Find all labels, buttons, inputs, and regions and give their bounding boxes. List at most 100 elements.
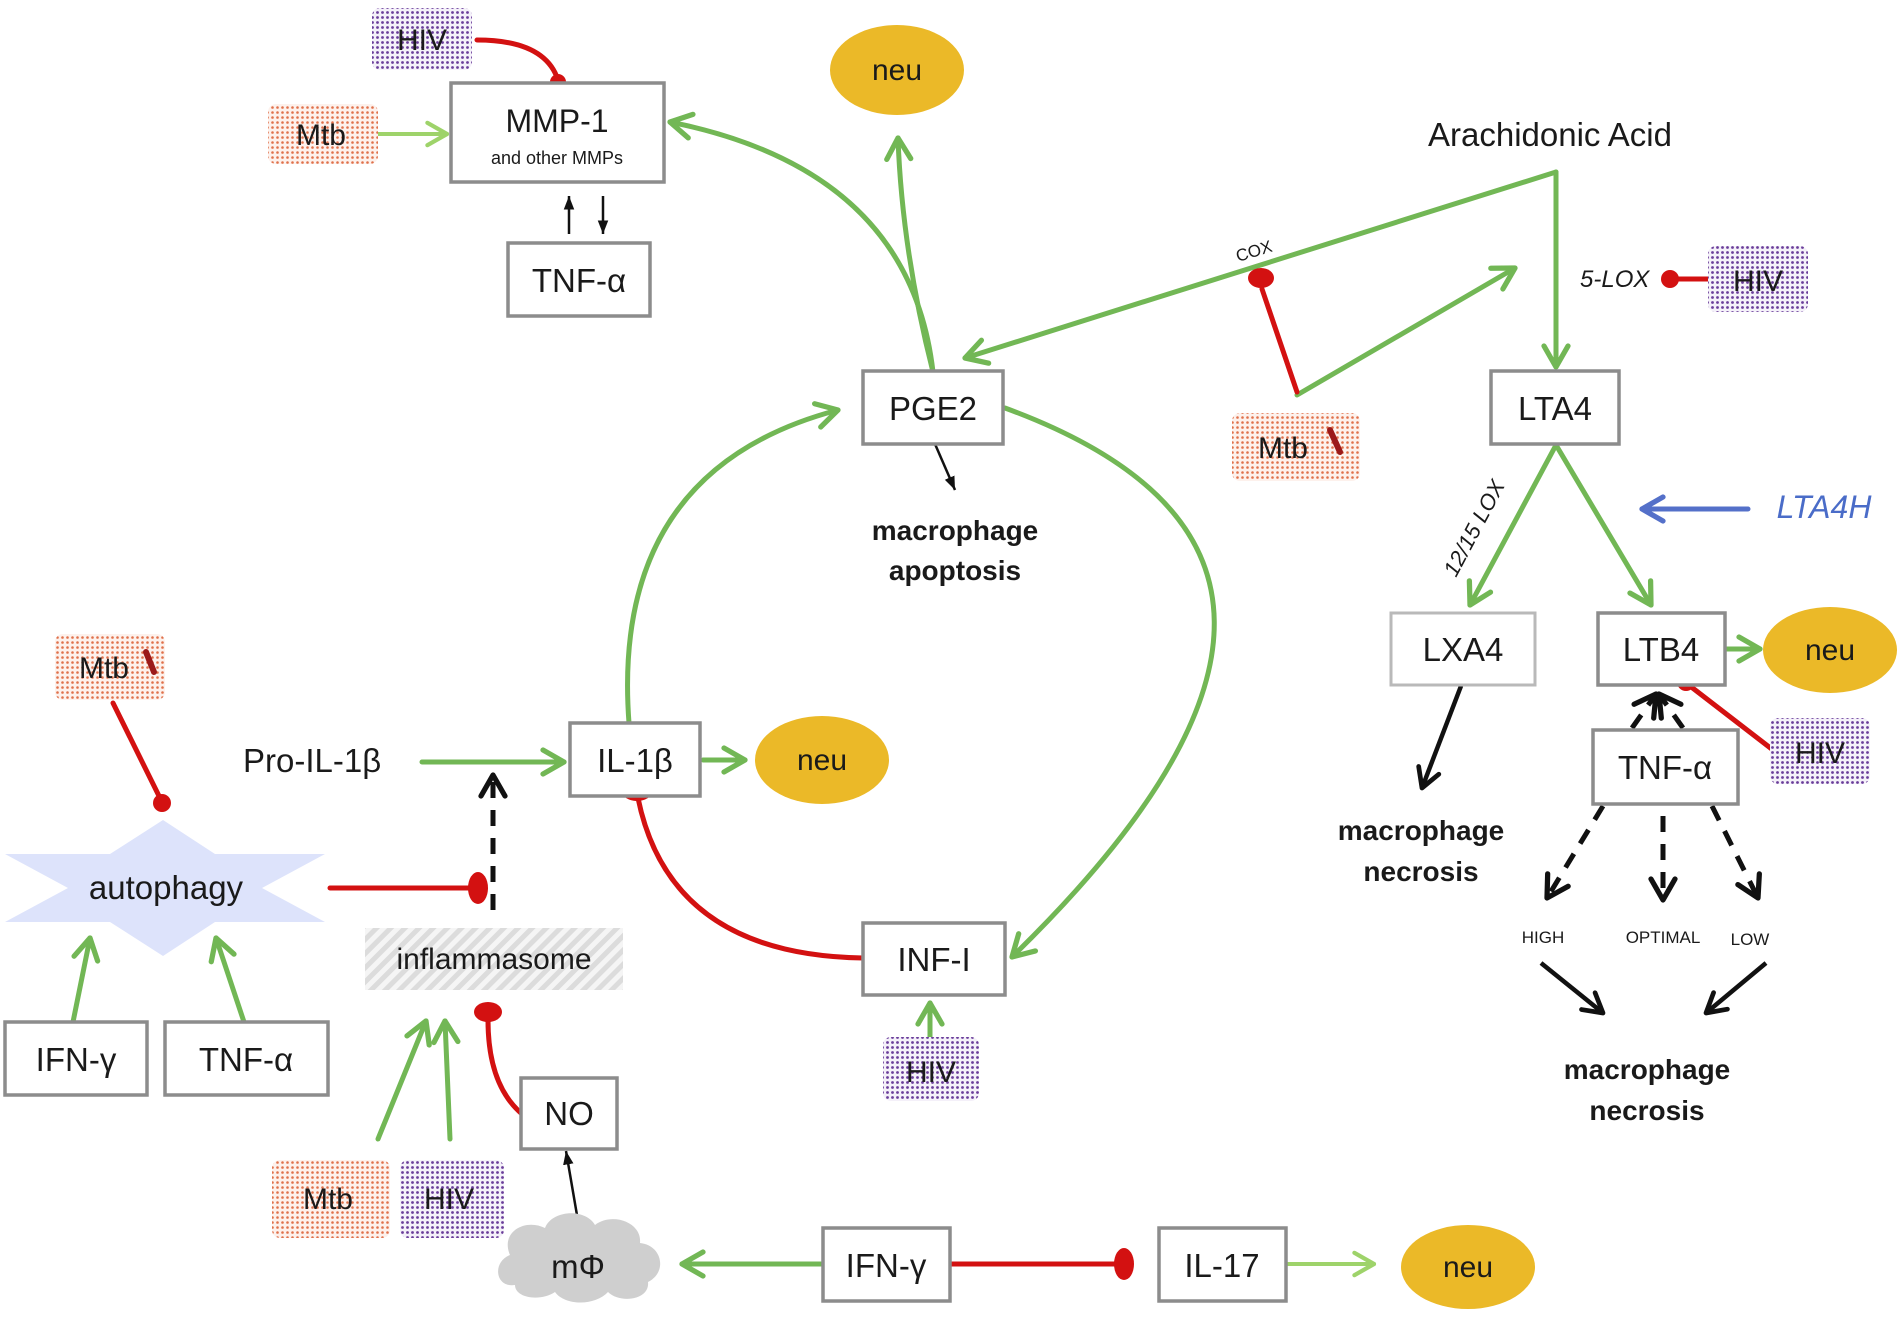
macrophage-word: macrophage [872, 515, 1039, 546]
mtb-autophagy-inhibit-head [153, 794, 171, 812]
ltb4-label: LTB4 [1623, 631, 1699, 668]
tnf-alpha-label: TNF-α [1618, 749, 1712, 786]
arachidonic-acid-label: Arachidonic Acid [1428, 116, 1672, 153]
hiv-5lox-inhibit-head [1661, 270, 1679, 288]
tnf-alpha-label: TNF-α [532, 262, 626, 299]
cloud-icon [498, 1213, 661, 1303]
inf-i-label: INF-I [897, 941, 970, 978]
mmp1-box: MMP-1 and other MMPs [449, 81, 666, 184]
aa-to-pge2-cox [962, 169, 1559, 366]
necrosis-word: necrosis [1589, 1095, 1704, 1126]
mtb-cox-inhibit-head [1248, 268, 1274, 288]
macrophage-word: macrophage [1338, 815, 1505, 846]
lta4-to-ltb4 [1553, 442, 1654, 608]
hiv-inhibits-mmp1 [474, 37, 561, 83]
pro-il1b-label: Pro-IL-1β [243, 742, 381, 779]
macrophage-label: mΦ [551, 1248, 605, 1285]
tnf-to-autophagy [208, 935, 247, 1025]
pge2-to-mmp1 [667, 111, 936, 375]
ifn-gamma-box-bottom: IFN-γ [821, 1226, 952, 1303]
neu-ltb4: neu [1763, 607, 1897, 693]
tnf-low-dash [1709, 804, 1762, 901]
twelve-fifteen-lox-label: 12/15 LOX [1438, 475, 1510, 581]
mtb-label: Mtb [303, 1183, 353, 1216]
no-inhibits-inflammasome [485, 1017, 525, 1117]
inflammasome-box: inflammasome [365, 928, 623, 990]
pge2-to-apoptosis [933, 443, 957, 491]
five-lox-label: 5-LOX [1580, 266, 1650, 293]
hiv-badge-5lox: HIV [1708, 246, 1808, 312]
neu-label: neu [1443, 1251, 1493, 1284]
mtb-inhibits-cox [1259, 286, 1300, 395]
hiv-label: HIV [1733, 265, 1783, 298]
ifng-il17-inhibit-head [1114, 1248, 1134, 1280]
mtb-label: Mtb [296, 119, 346, 152]
bacillus-icon [1327, 427, 1343, 455]
macrophage-to-no [563, 1150, 580, 1222]
tnf-to-ltb4-dash-1 [1629, 691, 1659, 730]
neu-label: neu [797, 744, 847, 777]
hiv-to-inflammasome [431, 1018, 461, 1142]
il17-box: IL-17 [1157, 1226, 1288, 1303]
pge2-box: PGE2 [861, 369, 1005, 446]
autophagy-inflammasome-inhibit-head [468, 872, 488, 904]
mtb-badge-bottom: Mtb [272, 1160, 390, 1238]
tnf-to-ltb4-dash-2 [1656, 691, 1686, 730]
mmp1-subtitle: and other MMPs [491, 148, 623, 168]
tnf-high-dash [1544, 804, 1606, 901]
lta4-to-lxa4 [1466, 442, 1559, 608]
pge2-to-inf-i [1002, 405, 1217, 960]
inf-i-box: INF-I [861, 921, 1007, 997]
lxa4-to-necrosis [1416, 685, 1464, 791]
hiv-label: HIV [397, 24, 447, 57]
hiv-label: HIV [1795, 737, 1845, 770]
mmp1-title: MMP-1 [505, 103, 608, 139]
lxa4-label: LXA4 [1423, 631, 1504, 668]
lxa4-box: LXA4 [1389, 611, 1537, 687]
low-to-necrosis [1703, 961, 1768, 1016]
hiv-inhibits-ltb4 [1687, 683, 1776, 753]
il1b-to-pge2 [625, 401, 841, 726]
pge2-label: PGE2 [889, 390, 977, 427]
no-inflammasome-inhibit-head [474, 1002, 502, 1022]
il17-label: IL-17 [1184, 1247, 1259, 1284]
ltb4-box: LTB4 [1596, 611, 1727, 687]
ifn-gamma-box-left: IFN-γ [3, 1020, 149, 1097]
high-label: HIGH [1522, 928, 1565, 947]
mtb-badge-left: Mtb [55, 634, 165, 700]
neu-label: neu [1805, 634, 1855, 667]
macrophage-necrosis-outcome-tnf: macrophage necrosis [1564, 1054, 1731, 1126]
macrophage-apoptosis-outcome: macrophage apoptosis [872, 515, 1039, 586]
necrosis-word: necrosis [1363, 856, 1478, 887]
tnf-alpha-box-right: TNF-α [1591, 728, 1740, 806]
mtb-badge-center: Mtb [1232, 413, 1360, 481]
tnf-alpha-box-top: TNF-α [506, 241, 652, 318]
hiv-label: HIV [424, 1183, 474, 1216]
il1b-label: IL-1β [597, 742, 673, 779]
pge2-to-neu-top [884, 135, 936, 375]
hiv-badge-bottom: HIV [400, 1160, 504, 1238]
no-box: NO [519, 1076, 619, 1151]
ifng-to-autophagy [70, 935, 101, 1025]
neu-bottom: neu [1401, 1225, 1535, 1309]
mtb-to-inflammasome [375, 1018, 432, 1142]
lta4h-label: LTA4H [1777, 489, 1873, 525]
mtb-badge-top: Mtb [268, 104, 378, 164]
bacillus-icon [143, 649, 157, 675]
edges [70, 37, 1776, 1280]
macrophage-cloud: mΦ [498, 1213, 661, 1303]
macrophage-necrosis-outcome-lxa4: macrophage necrosis [1338, 815, 1505, 887]
mtb-to-cox-arrow [1294, 265, 1518, 398]
hiv-badge-ltb4: HIV [1770, 718, 1870, 784]
autophagy-label: autophagy [89, 869, 244, 906]
neu-il1b: neu [755, 716, 889, 804]
mtb-label: Mtb [79, 652, 129, 685]
inflammasome-label: inflammasome [396, 943, 591, 976]
neu-top: neu [830, 25, 964, 115]
mtb-label: Mtb [1258, 432, 1308, 465]
il1b-box: IL-1β [568, 721, 702, 798]
ifn-gamma-label: IFN-γ [36, 1041, 117, 1078]
no-label: NO [544, 1095, 594, 1132]
optimal-label: OPTIMAL [1626, 928, 1701, 947]
